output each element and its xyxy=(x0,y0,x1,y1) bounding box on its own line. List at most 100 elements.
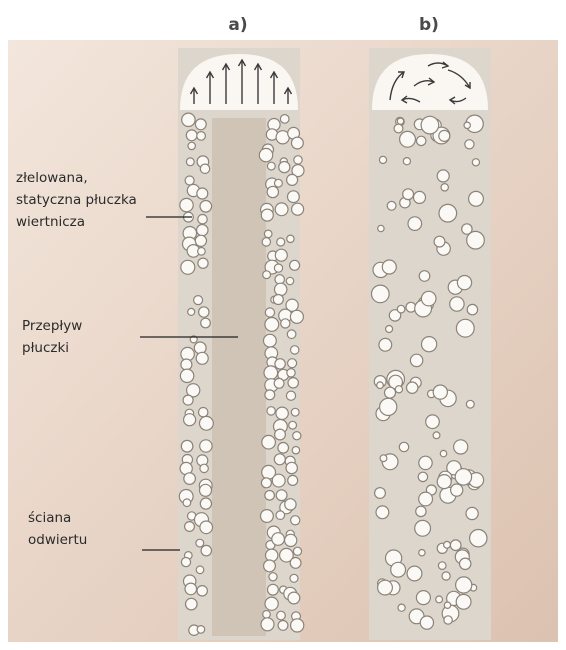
bubble xyxy=(456,594,471,609)
bubble xyxy=(272,474,285,487)
bubble xyxy=(426,415,440,429)
bubble xyxy=(181,260,195,274)
bubble xyxy=(262,435,276,449)
bubble xyxy=(261,510,274,523)
bubble xyxy=(275,203,288,216)
bubble xyxy=(420,616,433,629)
bubble xyxy=(200,464,208,472)
column-a-flow-channel xyxy=(212,118,266,636)
bubble xyxy=(182,113,195,126)
bubble xyxy=(288,359,297,368)
bubble xyxy=(272,533,285,546)
bubble xyxy=(185,583,197,595)
bubble xyxy=(181,558,190,567)
bubble xyxy=(421,116,439,134)
bubble xyxy=(264,334,277,347)
bubble xyxy=(457,276,471,290)
bubble xyxy=(438,562,446,570)
bubble xyxy=(198,215,207,224)
bubble xyxy=(378,225,384,231)
bubble xyxy=(444,541,451,548)
bubble xyxy=(183,395,193,405)
bubble xyxy=(441,184,448,191)
bubble xyxy=(200,164,209,173)
bubble xyxy=(273,295,283,305)
bubble xyxy=(467,304,477,314)
bubble xyxy=(264,230,272,238)
bubble xyxy=(275,359,285,369)
bubble xyxy=(416,591,430,605)
bubble xyxy=(472,159,479,166)
label-gel-line-1: złelowana, xyxy=(16,170,88,186)
bubble xyxy=(184,473,196,485)
bubble xyxy=(261,618,274,631)
bubble xyxy=(444,616,452,624)
panel-a-title: a) xyxy=(228,15,247,35)
label-wall-line-2: odwiertu xyxy=(28,532,87,548)
borehole-column-b xyxy=(367,44,493,642)
bubble xyxy=(274,264,282,272)
bubble xyxy=(200,201,212,213)
bubble xyxy=(265,597,278,610)
bubble xyxy=(267,162,275,170)
bubble xyxy=(421,291,436,306)
bubble xyxy=(265,308,274,317)
bubble xyxy=(434,236,445,247)
bubble xyxy=(287,330,296,339)
bubble xyxy=(288,475,298,485)
bubble xyxy=(466,400,474,408)
bubble xyxy=(188,142,195,149)
bubble xyxy=(280,115,289,124)
bubble xyxy=(181,440,193,452)
bubble xyxy=(198,248,206,256)
bubble xyxy=(376,506,389,519)
bubble xyxy=(408,217,422,231)
bubble xyxy=(469,191,484,206)
bubble xyxy=(275,429,286,440)
bubble xyxy=(185,176,194,185)
bubble xyxy=(264,366,278,380)
bubble xyxy=(266,549,278,561)
borehole-column-a xyxy=(176,44,304,642)
bubble xyxy=(197,626,205,634)
bubble xyxy=(200,521,213,534)
bubble xyxy=(275,249,287,261)
bubble xyxy=(437,170,449,182)
bubble xyxy=(186,158,194,166)
bubble xyxy=(196,566,204,574)
bubble xyxy=(403,189,414,200)
bubble xyxy=(279,162,290,173)
bubble xyxy=(464,122,470,128)
bubble xyxy=(372,285,390,303)
bubble xyxy=(276,490,287,501)
bubble xyxy=(265,390,275,400)
bubble xyxy=(181,359,192,370)
bubble xyxy=(265,491,275,501)
bubble xyxy=(188,308,195,315)
bubble xyxy=(439,204,457,222)
bubble xyxy=(278,443,289,454)
bubble xyxy=(382,260,396,274)
bubble xyxy=(433,432,440,439)
bubble xyxy=(276,511,285,520)
bubble xyxy=(262,238,270,246)
bubble xyxy=(395,386,402,393)
bubble xyxy=(286,391,295,400)
bubble xyxy=(180,198,193,211)
bubble xyxy=(466,507,478,519)
bubble xyxy=(455,469,471,485)
bubble xyxy=(194,296,203,305)
bubble xyxy=(267,186,278,197)
bubble xyxy=(380,455,387,462)
bubble xyxy=(199,307,209,317)
panel-b-title: b) xyxy=(419,15,439,35)
bubble xyxy=(263,271,271,279)
bubble xyxy=(398,604,405,611)
bubble xyxy=(195,235,206,246)
bubble xyxy=(277,611,286,620)
bubble xyxy=(261,209,273,221)
bubble xyxy=(183,499,191,507)
bubble xyxy=(285,499,296,510)
bubble xyxy=(197,586,207,596)
